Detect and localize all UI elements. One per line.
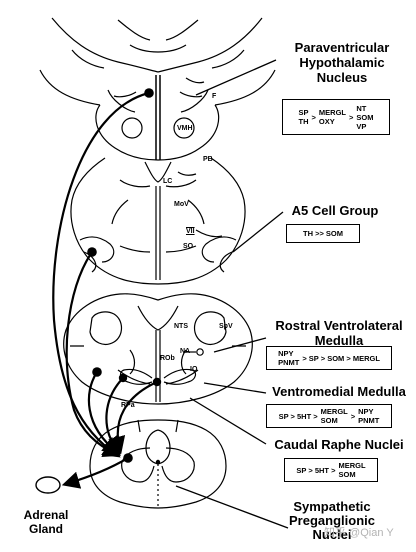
label-pb: PB — [203, 156, 213, 163]
pvn-som: SOM — [356, 112, 374, 122]
pvn-nt: NT — [356, 103, 367, 113]
rvlm-label: Rostral Ventrolateral Medulla — [262, 318, 416, 348]
rvlm-npy: NPY — [278, 349, 294, 358]
crn-chem-text: SP > 5HT > — [296, 465, 336, 475]
projection-pathways — [52, 91, 158, 489]
a5-label: A5 Cell Group — [291, 203, 379, 218]
label-vii: VII — [186, 228, 195, 235]
crn-mergl: MERGL — [338, 461, 366, 470]
spinal-cord-section — [89, 419, 227, 509]
pvn-label-line1: Paraventricular — [294, 40, 390, 55]
hypothalamus-section — [39, 17, 276, 161]
a5-chem-text: TH >> SOM — [302, 229, 343, 238]
pvn-label-line3: Nucleus — [316, 70, 368, 85]
vmm-gt: > — [350, 411, 356, 421]
pvn-label-line2: Hypothalamic — [299, 55, 385, 70]
spn-label-line1: Sympathetic — [293, 499, 371, 514]
pvn-vp: VP — [356, 121, 367, 131]
crn-label: Caudal Raphe Nuclei — [274, 437, 404, 452]
adrenal-label-line2: Gland — [28, 522, 63, 536]
vmm-pnmt: PNMT — [358, 416, 380, 425]
rvlm-label-line1: Rostral Ventrolateral — [275, 318, 403, 333]
pvn-oxy: OXY — [318, 117, 335, 126]
leader-lines — [175, 59, 289, 529]
label-so: SO — [183, 243, 194, 250]
label-lc: LC — [163, 178, 173, 185]
rvlm-label-line2: Medulla — [314, 333, 364, 348]
label-rpa: RPa — [121, 402, 135, 409]
pvn-mergl: MERGL — [318, 108, 346, 117]
rvlm-chem-text: > SP > SOM > MERGL — [302, 353, 380, 363]
a5-chem-box: TH >> SOM — [286, 224, 360, 243]
label-vmh: VMH — [177, 125, 193, 132]
vmm-mergl: MERGL — [320, 407, 348, 416]
label-na: NA — [180, 348, 191, 355]
pons-section — [70, 157, 246, 285]
pvn-label: Paraventricular Hypothalamic Nucleus — [272, 40, 412, 85]
label-f: F — [212, 93, 217, 100]
vmm-chem-text: SP > 5HT > — [278, 411, 318, 421]
adrenal-label-line1: Adrenal — [23, 508, 69, 522]
rvlm-pnmt: PNMT — [278, 358, 300, 367]
label-spv: SpV — [219, 323, 233, 330]
vmm-npy: NPY — [358, 407, 374, 416]
pvn-gt-1: > — [311, 112, 316, 122]
vmm-som: SOM — [320, 416, 338, 425]
label-rob: ROb — [160, 355, 175, 362]
label-io: IO — [190, 366, 198, 373]
spn-label-line2: Preganglionic — [289, 513, 375, 528]
adrenal-gland-shape — [35, 476, 61, 494]
label-nts: NTS — [174, 323, 188, 330]
pvn-gt-2: > — [349, 112, 354, 122]
label-mov: MoV — [174, 201, 189, 208]
vmm-label: Ventromedial Medulla — [272, 384, 406, 399]
medulla-section — [63, 293, 253, 405]
pvn-th: TH — [298, 117, 309, 126]
crn-som: SOM — [338, 470, 356, 479]
watermark: 知乎 @Qian Y — [324, 527, 394, 539]
pvn-sp: SP — [298, 108, 309, 117]
spn-label-line3: Nuclei — [312, 527, 352, 542]
adrenal-gland-label: Adrenal Gland — [14, 508, 78, 536]
spn-label: Sympathetic Preganglionic Nuclei — [272, 500, 392, 542]
